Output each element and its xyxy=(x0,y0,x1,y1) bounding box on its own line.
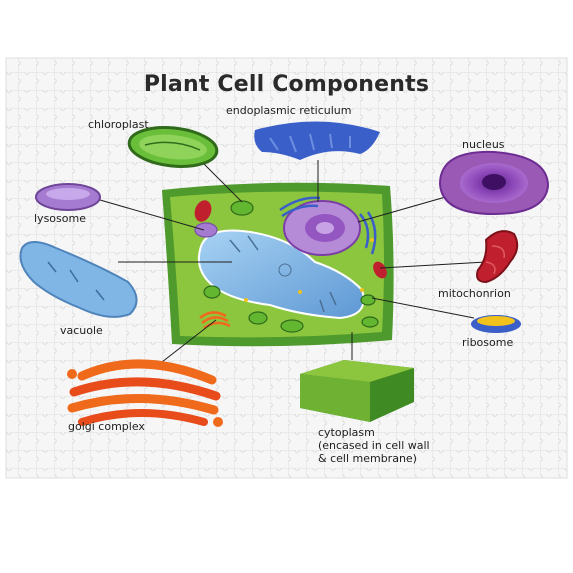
nucleus-illustration xyxy=(438,150,550,216)
cytoplasm-illustration xyxy=(300,360,414,422)
label-golgi-complex: golgi complex xyxy=(68,420,145,433)
label-ribosome: ribosome xyxy=(462,336,514,349)
lysosome-illustration xyxy=(35,183,101,211)
vacuole-illustration xyxy=(19,241,138,318)
label-endoplasmic-reticulum: endoplasmic reticulum xyxy=(226,104,352,117)
label-lysosome: lysosome xyxy=(34,212,86,225)
golgi-illustration xyxy=(67,359,223,427)
plant-cell xyxy=(162,182,394,347)
diagram-title: Plant Cell Components xyxy=(143,72,430,97)
ribosome-illustration xyxy=(471,315,521,333)
label-chloroplast: chloroplast xyxy=(88,118,149,131)
mitochondrion-illustration xyxy=(476,230,519,284)
label-cytoplasm-line-1: cytoplasm xyxy=(318,426,375,439)
label-vacuole: vacuole xyxy=(60,324,103,337)
label-cytoplasm-line-2: (encased in cell wall xyxy=(318,439,430,452)
label-cytoplasm: cytoplasm (encased in cell wall & cell m… xyxy=(318,426,430,465)
label-cytoplasm-line-3: & cell membrane) xyxy=(318,452,417,465)
chloroplast-illustration xyxy=(127,126,219,168)
label-mitochondrion: mitochonrion xyxy=(438,287,511,300)
er-illustration xyxy=(254,121,380,160)
label-nucleus: nucleus xyxy=(462,138,505,151)
